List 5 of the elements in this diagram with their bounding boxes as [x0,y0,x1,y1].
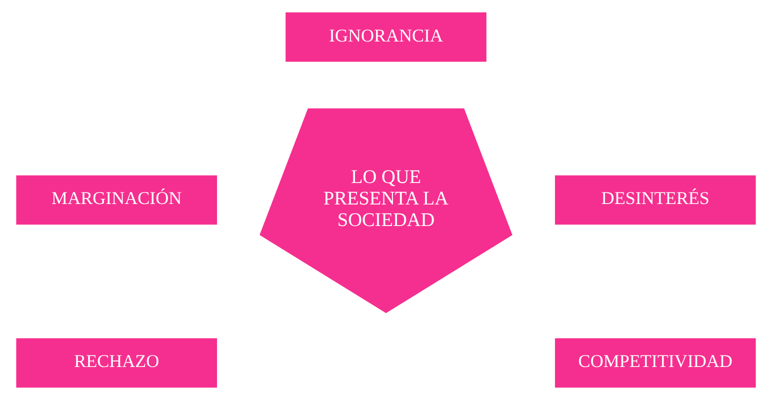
node-box: MARGINACIÓN [16,175,217,225]
node-box: RECHAZO [16,338,217,388]
node-box: DESINTERÉS [554,175,756,225]
node-box: IGNORANCIA [285,12,486,62]
node-box: COMPETITIVIDAD [554,338,756,388]
